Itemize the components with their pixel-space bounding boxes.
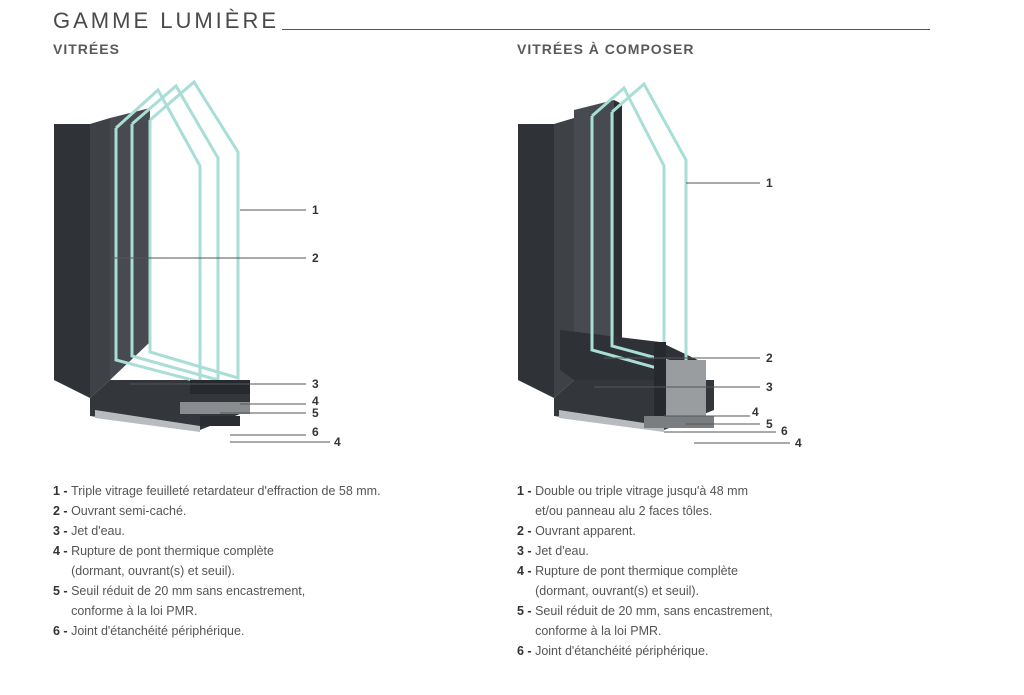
- sill-strip: [95, 410, 200, 432]
- legend-item: 2 - Ouvrant apparent.: [517, 524, 636, 538]
- left-callout-6: 6: [312, 425, 319, 439]
- left-callout-3: 3: [312, 377, 319, 391]
- sash-side: [554, 118, 574, 398]
- glass-pane-2: [610, 81, 688, 368]
- right-callout-1: 1: [766, 176, 773, 190]
- right-callout-5: 5: [766, 417, 773, 431]
- sash-side: [90, 118, 110, 398]
- sash-face: [110, 108, 150, 380]
- legend-item: 3 - Jet d'eau.: [53, 524, 125, 538]
- right-callout-4b: 4: [795, 436, 802, 450]
- right-callout-6: 6: [781, 424, 788, 438]
- legend-item: 4 - Rupture de pont thermique complète(d…: [53, 544, 274, 578]
- left-legend: 1 - Triple vitrage feuilleté retardateur…: [53, 481, 381, 641]
- title-rule: [282, 29, 930, 30]
- page-title: GAMME LUMIÈRE: [53, 8, 280, 33]
- glass-pane-1: [590, 85, 666, 372]
- right-heading: VITRÉES À COMPOSER: [517, 41, 695, 57]
- right-callout-4: 4: [752, 405, 759, 419]
- sill-strip: [559, 410, 664, 432]
- right-legend: 1 - Double ou triple vitrage jusqu'à 48 …: [517, 481, 773, 661]
- sash-face: [574, 100, 614, 380]
- dormant-frame: [54, 124, 90, 398]
- glass-pane-1: [114, 87, 202, 384]
- legend-item: 1 - Double ou triple vitrage jusqu'à 48 …: [517, 484, 748, 518]
- glass-pane-2: [130, 83, 220, 382]
- left-window-diagram: 1 2 3 4 5 6 4: [50, 80, 350, 460]
- left-callout-4: 4: [312, 394, 319, 408]
- left-callout-5: 5: [312, 406, 319, 420]
- legend-item: 6 - Joint d'étanchéité périphérique.: [53, 624, 245, 638]
- dormant-frame: [518, 124, 554, 398]
- legend-item: 1 - Triple vitrage feuilleté retardateur…: [53, 484, 381, 498]
- glass-pane-3: [148, 80, 240, 381]
- legend-item: 6 - Joint d'étanchéité périphérique.: [517, 644, 709, 658]
- legend-item: 4 - Rupture de pont thermique complète(d…: [517, 564, 738, 598]
- legend-item: 5 - Seuil réduit de 20 mm, sans encastre…: [517, 604, 773, 638]
- right-callout-2: 2: [766, 351, 773, 365]
- legend-item: 3 - Jet d'eau.: [517, 544, 589, 558]
- left-callout-4b: 4: [334, 435, 341, 449]
- legend-item: 2 - Ouvrant semi-caché.: [53, 504, 187, 518]
- left-callout-1: 1: [312, 203, 319, 217]
- right-callout-3: 3: [766, 380, 773, 394]
- left-callout-2: 2: [312, 251, 319, 265]
- legend-item: 5 - Seuil réduit de 20 mm sans encastrem…: [53, 584, 306, 618]
- left-heading: VITRÉES: [53, 41, 120, 57]
- right-window-diagram: 1 2 3 4 5 6 4: [514, 80, 814, 460]
